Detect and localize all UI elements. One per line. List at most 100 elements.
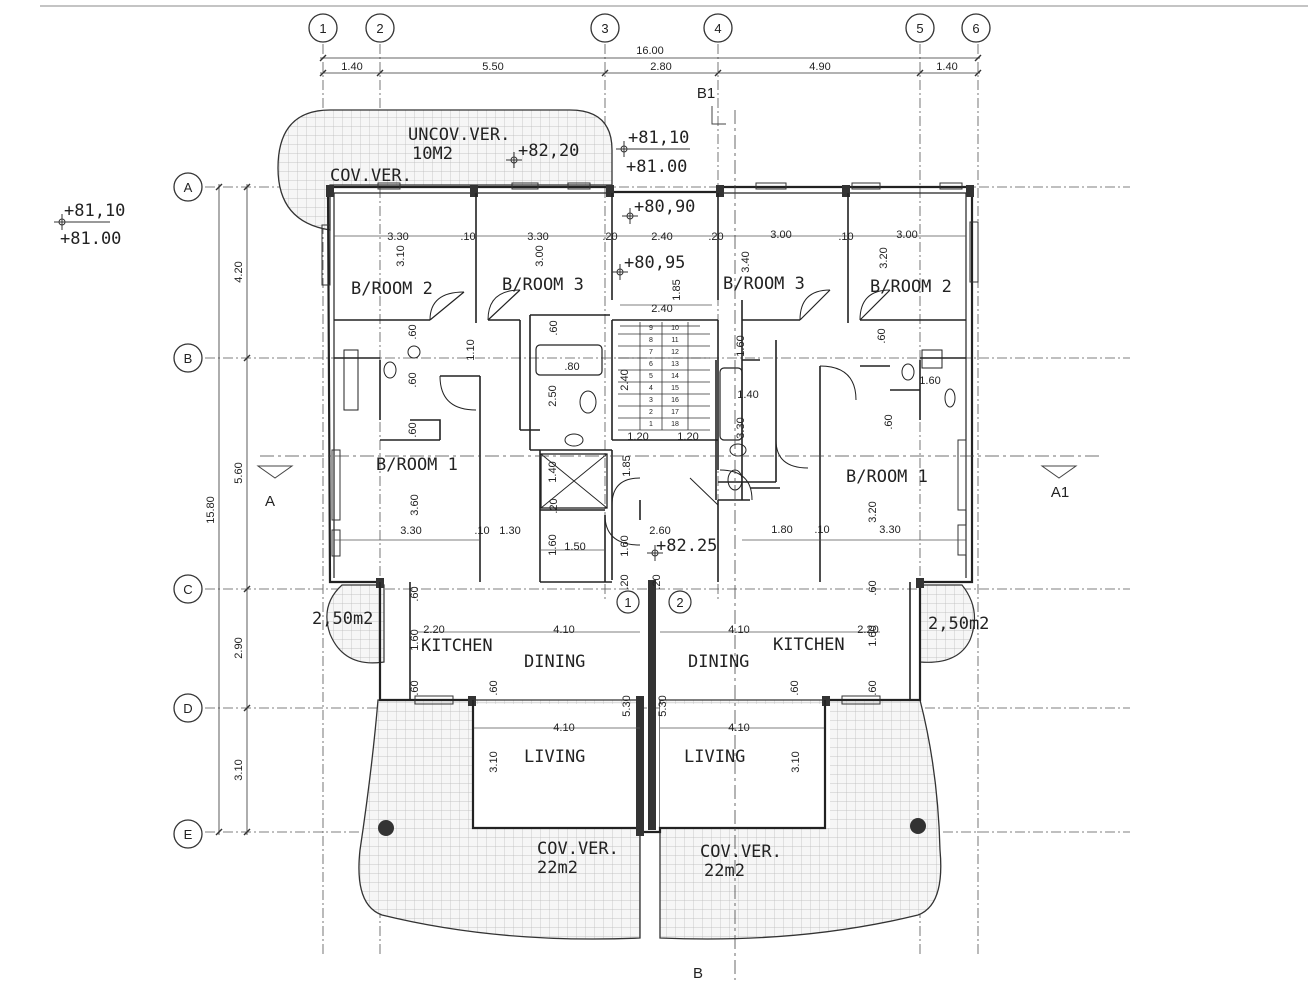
- column-left: [378, 820, 394, 836]
- dim-int-ao: 3.20: [867, 501, 879, 522]
- level-landing-1: +80,90: [634, 197, 695, 217]
- svg-text:6: 6: [972, 21, 979, 36]
- balcony-left-area: 2,50m2: [312, 609, 373, 629]
- dim-int-q: .60: [407, 324, 419, 339]
- dim-int-o: 3.20: [878, 247, 890, 268]
- left-dimension-chain: [215, 183, 251, 836]
- stair-step-5: 5: [649, 373, 653, 380]
- dim-top-total: 16.00: [636, 45, 664, 57]
- dim-int-n: 3.40: [740, 251, 752, 272]
- dim-int-e: .20: [602, 231, 617, 243]
- grid-bubble-col-5: 5: [905, 13, 935, 43]
- dim-int-aw: 2.60: [649, 525, 670, 537]
- grid-bubble-col-1: 1: [308, 13, 338, 43]
- dim-int-bp: 3.10: [488, 751, 500, 772]
- dim-int-bq: 3.10: [790, 751, 802, 772]
- column-bubbles: 1 2 3 4 5 6: [308, 13, 991, 43]
- dim-int-bm: 5.30: [657, 695, 669, 716]
- covered-veranda-top-label: COV.VER.: [330, 166, 412, 186]
- dim-int-ap: 3.30: [879, 524, 900, 536]
- dim-int-bk: .60: [867, 680, 879, 695]
- level-stair-bottom: +81.00: [626, 157, 687, 177]
- living-left-floor: [473, 704, 640, 828]
- dim-int-ad: 1.20: [677, 431, 698, 443]
- dim-int-al: 3.30: [400, 525, 421, 537]
- svg-text:C: C: [183, 582, 192, 597]
- level-stair-top: +81,10: [628, 128, 689, 148]
- stair-step-14: 14: [671, 373, 679, 380]
- svg-text:4: 4: [714, 21, 721, 36]
- dim-int-w: 2.50: [547, 385, 559, 406]
- dim-top-1: 1.40: [341, 61, 362, 73]
- room-label-living-right: LIVING: [684, 747, 745, 767]
- svg-text:B: B: [184, 351, 193, 366]
- grid-bubble-col-3: 3: [590, 13, 620, 43]
- dim-top-3: 2.80: [650, 61, 671, 73]
- dim-int-bo: 4.10: [728, 722, 749, 734]
- room-label-bedroom-1-right: B/ROOM 1: [846, 467, 928, 487]
- svg-text:3: 3: [601, 21, 608, 36]
- dim-int-l: 3.00: [534, 245, 546, 266]
- dim-int-ah: 1.40: [737, 389, 758, 401]
- stair-step-2: 2: [649, 409, 653, 416]
- dim-int-ai: 1.85: [621, 455, 633, 476]
- dim-int-as: 1.60: [919, 375, 940, 387]
- room-label-kitchen-right: KITCHEN: [773, 635, 845, 655]
- dim-int-s: 1.10: [465, 339, 477, 360]
- dim-int-av: 1.60: [547, 534, 559, 555]
- dim-int-c: 3.30: [527, 231, 548, 243]
- room-label-living-left: LIVING: [524, 747, 585, 767]
- living-right-floor: [660, 704, 830, 828]
- level-landing-2: +80,95: [624, 253, 685, 273]
- dim-int-k: 3.10: [395, 245, 407, 266]
- section-label-a1: A1: [1051, 484, 1069, 501]
- dim-int-i: .10: [838, 231, 853, 243]
- room-label-kitchen-left: KITCHEN: [421, 636, 493, 656]
- stair-step-17: 17: [671, 409, 679, 416]
- svg-text:E: E: [184, 827, 193, 842]
- grid-bubble-col-2: 2: [365, 13, 395, 43]
- stair-step-18: 18: [671, 421, 679, 428]
- dim-int-az: .60: [409, 586, 421, 601]
- dim-int-bl: 5.30: [621, 695, 633, 716]
- stair-step-8: 8: [649, 337, 653, 344]
- uncovered-veranda-area: 10M2: [412, 144, 453, 164]
- dim-int-ab: .60: [883, 414, 895, 429]
- apartment-marker-1: 1: [624, 595, 631, 610]
- top-dimension-chain: [319, 54, 982, 77]
- section-arrow-a1: [1040, 465, 1078, 479]
- dim-int-bd: 4.10: [728, 624, 749, 636]
- dim-int-ay: .20: [651, 574, 663, 589]
- room-label-bedroom-1-left: B/ROOM 1: [376, 455, 458, 475]
- section-label-a: A: [265, 493, 275, 510]
- dim-top-4: 4.90: [809, 61, 830, 73]
- level-outer-bottom: +81.00: [60, 229, 121, 249]
- dim-int-aj: .20: [548, 498, 560, 513]
- dim-int-ar: .10: [814, 524, 829, 536]
- section-arrow-a: [256, 465, 294, 479]
- column-right: [910, 818, 926, 834]
- stair-step-13: 13: [671, 361, 679, 368]
- dim-int-r: .60: [548, 320, 560, 335]
- covered-veranda-left-area: 22m2: [537, 858, 578, 878]
- room-label-bedroom-2-left: B/ROOM 2: [351, 279, 433, 299]
- dim-int-bj: .60: [789, 680, 801, 695]
- dim-int-ax: .20: [619, 574, 631, 589]
- section-marker-b1: [711, 106, 726, 125]
- level-entrance: +82.25: [656, 536, 717, 556]
- covered-veranda-right-area: 22m2: [704, 861, 745, 881]
- balcony-left: [326, 584, 385, 664]
- dim-left-1: 4.20: [233, 261, 245, 282]
- dim-int-am: .10: [474, 525, 489, 537]
- stair-step-6: 6: [649, 361, 653, 368]
- dim-left-total: 15.80: [205, 496, 217, 524]
- dim-int-as-v: 1.60: [619, 535, 631, 556]
- apartment-markers: 1 2: [616, 590, 692, 614]
- dim-int-ac: 1.20: [627, 431, 648, 443]
- dim-int-h: 3.00: [770, 229, 791, 241]
- balcony-right: [919, 584, 976, 663]
- dim-int-aq: 1.80: [771, 524, 792, 536]
- dim-left-4: 3.10: [233, 759, 245, 780]
- grid-bubble-col-4: 4: [703, 13, 733, 43]
- stair-step-10: 10: [671, 325, 679, 332]
